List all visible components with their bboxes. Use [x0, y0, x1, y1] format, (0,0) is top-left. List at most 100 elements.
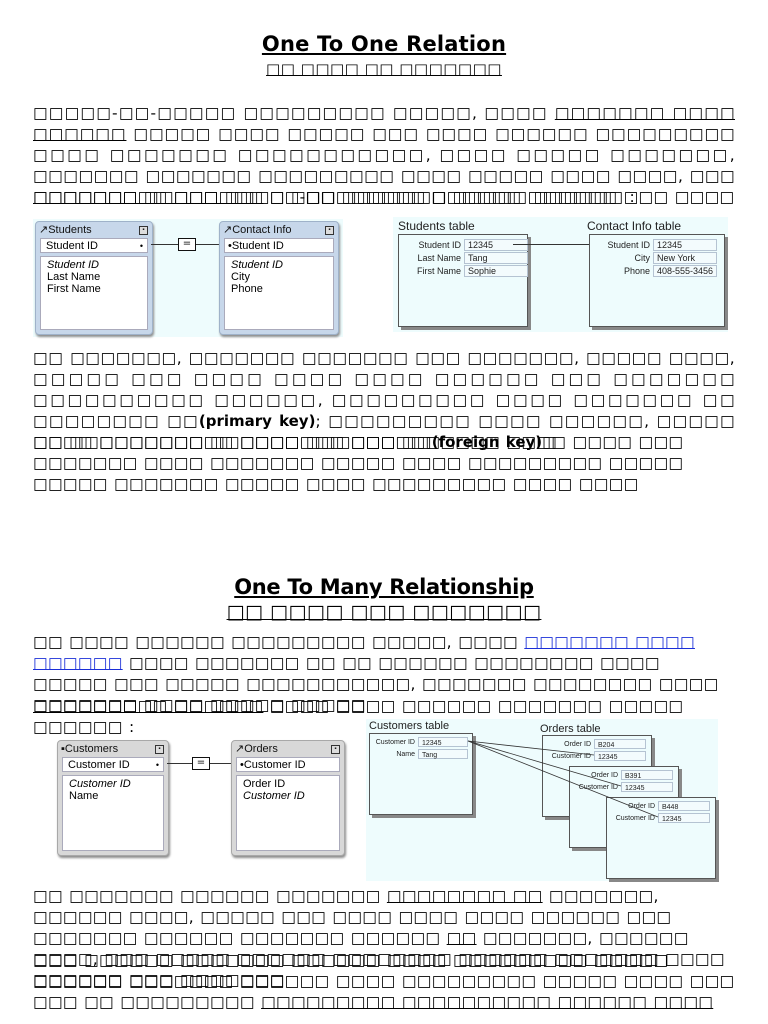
- one-to-many-link-lines: [467, 740, 659, 818]
- primary-key-term: (primary key): [198, 412, 316, 430]
- field-label: Name: [396, 751, 415, 758]
- text: □□ □□□□ □□□□□□ □□□□□□□□□ □□□□□, □□□□: [33, 633, 525, 651]
- text: □□□□□-□□-□□□□□ □□□□□□□□□ □□□□□, □□□□: [33, 104, 555, 122]
- field-value: Tang: [464, 252, 528, 264]
- collapse-icon: ▪: [331, 745, 340, 754]
- text: □: [542, 433, 558, 451]
- field-label: Last Name: [417, 253, 461, 263]
- connector-dot-icon: •: [139, 241, 143, 251]
- field-value: B204: [594, 739, 646, 749]
- table-name: Customers: [64, 743, 119, 755]
- record-link-line: [513, 244, 613, 245]
- text: □□□□ □□□□□□□ □□ □□ □□□□□□ □□□□□□□□ □□□□ …: [33, 654, 719, 714]
- students-table-title: Students table: [398, 219, 475, 233]
- text: ; □□□□□□□□□ □□□□ □□□□□□, □□□□□ □□□□ □□□□…: [33, 412, 735, 451]
- relationship-graph-1: ↗Students▪ Student ID• Student ID Last N…: [33, 219, 343, 337]
- example-records-2: Customers table Orders table Customer ID…: [366, 719, 718, 881]
- table-box-customers: ▪Customers▪ Customer ID• Customer ID Nam…: [57, 740, 169, 856]
- field: Customer ID: [69, 778, 131, 790]
- section2-paragraph-3: □□ □□□□□□□ □□□□□□ □□□□□□□ □□□□□□□□ □□ □□…: [33, 886, 735, 991]
- equals-relation-icon: =: [192, 757, 210, 770]
- field-value: 12345: [653, 239, 717, 251]
- table-box-orders: ↗Orders▪ •Customer ID Order ID Customer …: [231, 740, 345, 856]
- field: Student ID: [47, 259, 99, 271]
- underlined-term: □□□□□□□□□ □□□□□□: [33, 188, 264, 206]
- contact-info-table-title: Contact Info table: [587, 219, 682, 233]
- field-list: Student ID Last Name First Name: [40, 256, 148, 330]
- field-label: First Name: [416, 266, 461, 276]
- field-value: 12345: [418, 737, 468, 747]
- field-value: 12345: [621, 782, 673, 792]
- field-label: Customer ID: [615, 815, 655, 822]
- field-value: New York: [653, 252, 717, 264]
- key-label: Student ID: [46, 240, 98, 252]
- key-label: Student ID: [231, 240, 284, 252]
- field: First Name: [47, 283, 101, 295]
- field-label: City: [634, 253, 651, 263]
- inline-link[interactable]: □□□□□□□ □□□□ □□□□□□: [33, 633, 695, 672]
- section1-paragraph-1: □□□□□-□□-□□□□□ □□□□□□□□□ □□□□□, □□□□ □□□…: [33, 103, 735, 208]
- field: Name: [69, 790, 99, 802]
- table-name: Contact Info: [232, 224, 292, 236]
- section2-paragraph-1: □□ □□□□ □□□□□□ □□□□□□□□□ □□□□□, □□□□ □□□…: [33, 632, 735, 716]
- foreign-key-term: (foreign key): [431, 433, 543, 451]
- field-label: Order ID: [628, 803, 655, 810]
- field-value: Sophie: [464, 265, 528, 277]
- section2-paragraph-2: □□□□□□□□□ □□□□□□ □□□□ □□□□ □□□□□□ □□□□□□…: [33, 696, 735, 738]
- field-value: Tang: [418, 749, 468, 759]
- field-label: Customer ID: [375, 739, 415, 746]
- section2-title: One To Many Relationship: [234, 575, 534, 599]
- section1-subtitle: □□ □□□□ □□ □□□□□□□: [266, 60, 502, 78]
- field-list: Customer ID Name: [62, 775, 164, 851]
- field-label: Order ID: [564, 741, 591, 748]
- field: Student ID: [231, 259, 283, 271]
- key-label: Customer ID: [68, 759, 130, 771]
- field: Phone: [231, 283, 263, 295]
- connector-dot-icon: •: [155, 760, 159, 770]
- key-field: Student ID •: [40, 238, 148, 253]
- field: City: [231, 271, 250, 283]
- text: □□□□ □□□□ □□□□□□ □□□□□□□ □□□□□ □□□□□□ :: [33, 697, 684, 736]
- field-label: Student ID: [607, 240, 650, 250]
- field-label: Customer ID: [551, 753, 591, 760]
- customers-table-title: Customers table: [369, 720, 450, 732]
- table-name: Orders: [244, 743, 278, 755]
- text: □□□□□□□, □□□□□□ □□□□, □□□□□ □□□ □□□□ □□□…: [33, 887, 672, 947]
- key-field: •Student ID: [224, 238, 334, 253]
- field-value: 12345: [464, 239, 528, 251]
- underlined-term: □□□□□□□ □□□□ □□□□□□: [33, 104, 735, 143]
- underlined-term: □□□□□□□□□ □□□□□□□□□□ □□□□□□ □□□□: [261, 993, 714, 1011]
- field-label: Customer ID: [578, 784, 618, 791]
- text: □□□□□ □□□□ □□□□□ □□□ □□□□ □□□□□□ □□□□□□□…: [33, 125, 735, 206]
- table-name: Students: [48, 224, 92, 236]
- field-label: Order ID: [591, 772, 618, 779]
- table-box-students: ↗Students▪ Student ID• Student ID Last N…: [35, 221, 153, 335]
- field-value: 12345: [594, 751, 646, 761]
- collapse-icon: ▪: [139, 226, 148, 235]
- table-header: ↗Orders▪: [235, 742, 341, 756]
- collapse-icon: ▪: [155, 745, 164, 754]
- table-box-contact-info: ↗Contact Info▪ •Student ID Student ID Ci…: [219, 221, 339, 335]
- orders-table-title: Orders table: [540, 723, 601, 735]
- field: Order ID: [243, 778, 286, 790]
- text: □□-□□ □□□□□□□ □□□□□ □□□□□□ :: [263, 188, 636, 206]
- field-list: Order ID Customer ID: [236, 775, 340, 851]
- text: □□ □□□□□□□, □□□□□□□ □□□□□□□ □□□ □□□□□□□,…: [33, 349, 735, 430]
- text: □□□□□□□, □□□□□□ □□□□, □□□ □□□□□ □□□□□□ □…: [33, 929, 725, 989]
- field-value: B448: [658, 801, 710, 811]
